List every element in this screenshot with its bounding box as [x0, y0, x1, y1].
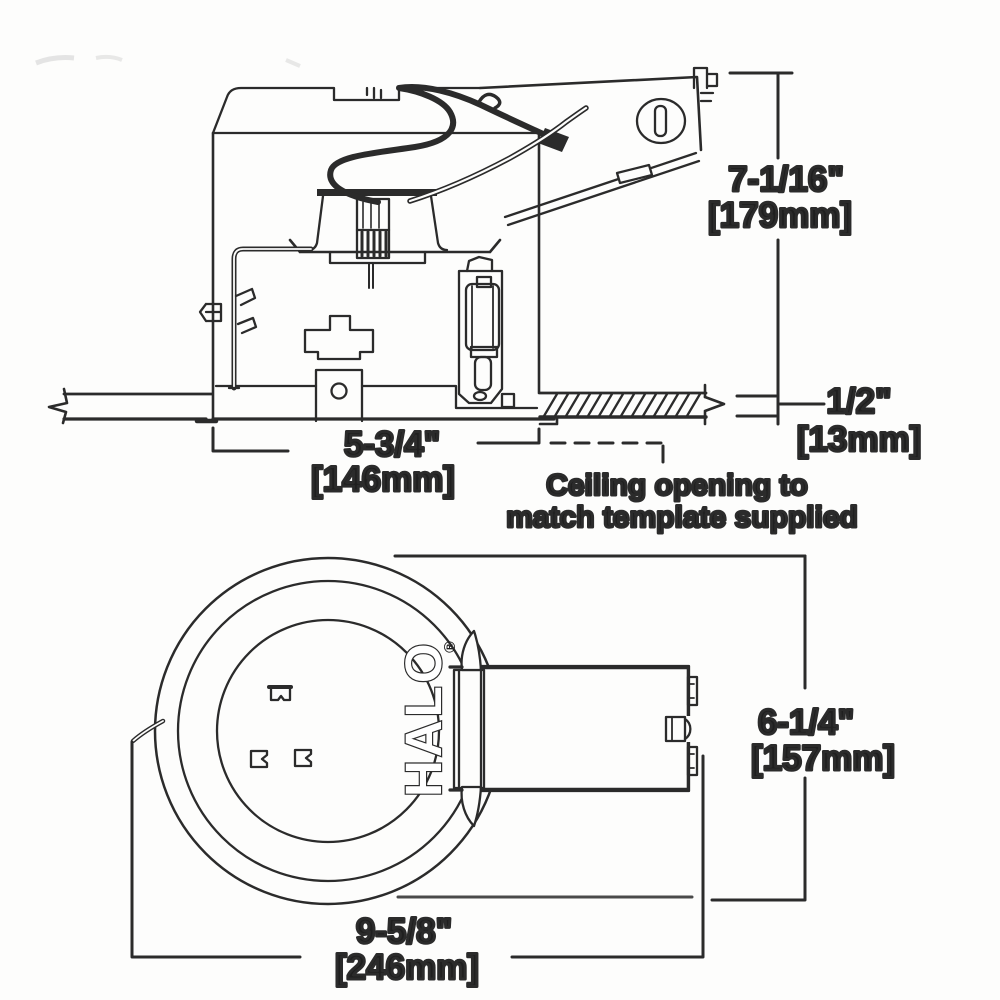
housing-can — [211, 86, 556, 423]
black-wire — [327, 84, 559, 205]
ceiling-thickness-mm: [13mm] — [797, 420, 921, 459]
scan-artifacts — [35, 54, 301, 68]
knockout-slot — [653, 104, 668, 138]
overall-diameter-mm: [246mm] — [335, 948, 479, 987]
torsion-spring-bottom — [460, 785, 483, 828]
junction-box-fill — [478, 664, 691, 793]
thermal-bracket — [457, 255, 504, 405]
housing-width-inches: 5-3/4" — [344, 425, 440, 464]
height-dimension — [728, 71, 794, 392]
ceiling-thickness-dimension — [735, 379, 826, 426]
housing-depth-dimension — [393, 554, 807, 902]
ceiling-opening-note-line2: match template supplied — [506, 501, 858, 534]
bottom-view-drawing — [130, 556, 700, 906]
bottom-view-dimensions: 6-1/4" [157mm] 9-5/8" [246mm] — [130, 554, 896, 989]
overall-diameter-inches: 9-5/8" — [356, 912, 452, 951]
overall-diameter-dimension — [130, 740, 705, 959]
housing-width-mm: [146mm] — [311, 460, 455, 499]
junction-box-bottom-view — [448, 665, 700, 792]
cable-clamp — [664, 715, 687, 743]
ceiling-opening-note-line1: Ceiling opening to — [546, 469, 808, 502]
side-view-dimensions: 7-1/16" [179mm] 1/2" [13mm] 5-3/4" [146m… — [211, 71, 923, 536]
white-wire-outline — [407, 105, 589, 204]
box-top-bracket — [692, 66, 719, 90]
height-dimension-mm: [179mm] — [708, 196, 852, 235]
wiring — [327, 84, 589, 205]
housing-depth-mm: [157mm] — [751, 739, 895, 778]
ceiling-opening-leader — [549, 441, 665, 464]
housing-depth-inches: 6-1/4" — [758, 703, 854, 742]
side-view-drawing — [47, 66, 726, 426]
mounting-hole — [330, 382, 348, 400]
wire-tail-core — [132, 720, 164, 742]
knockout-circle — [635, 97, 687, 145]
junction-box-side — [478, 66, 719, 227]
keyhole-bracket — [303, 314, 375, 361]
bolt — [500, 392, 516, 409]
registered-trademark-symbol: ® — [442, 641, 459, 653]
ceiling-right-hatched — [538, 383, 726, 426]
height-dimension-inches: 7-1/16" — [728, 160, 844, 199]
ceiling-left-bar — [47, 387, 219, 425]
torsion-spring-top — [460, 629, 483, 672]
lamp-socket-assembly — [288, 189, 502, 289]
halo-brand-logo: HALO — [395, 641, 452, 797]
socket-key-slots — [249, 685, 313, 769]
ceiling-thickness-inches: 1/2" — [826, 382, 891, 421]
support-rod — [198, 246, 314, 391]
white-wire-core — [408, 106, 588, 203]
wall-clip — [198, 302, 223, 323]
housing-width-dimension — [211, 426, 541, 453]
